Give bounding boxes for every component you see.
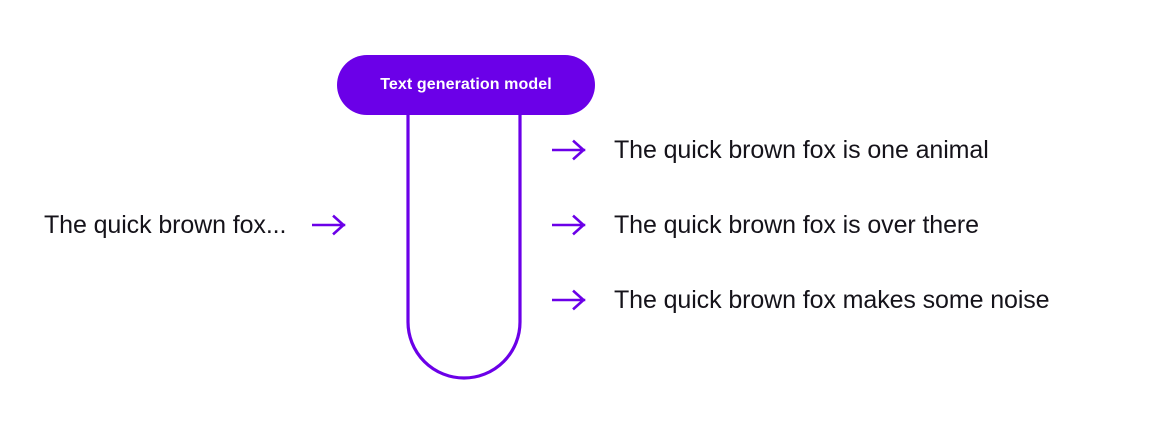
model-pill-label: Text generation model [380,76,552,93]
arrow-right-icon [312,214,352,236]
output-text: The quick brown fox makes some noise [614,285,1050,314]
arrow-right-icon [551,214,592,236]
input-prompt-text: The quick brown fox... [44,210,287,239]
output-text: The quick brown fox is over there [614,210,979,239]
arrow-right-icon [551,289,592,311]
u-tube-path [406,95,522,380]
output-row: The quick brown fox makes some noise [551,283,1050,317]
model-pill: Text generation model [337,55,595,115]
input-row: The quick brown fox... [44,208,352,242]
output-row: The quick brown fox is one animal [551,133,989,167]
arrow-right-icon [551,139,592,161]
output-row: The quick brown fox is over there [551,208,979,242]
output-text: The quick brown fox is one animal [614,135,989,164]
